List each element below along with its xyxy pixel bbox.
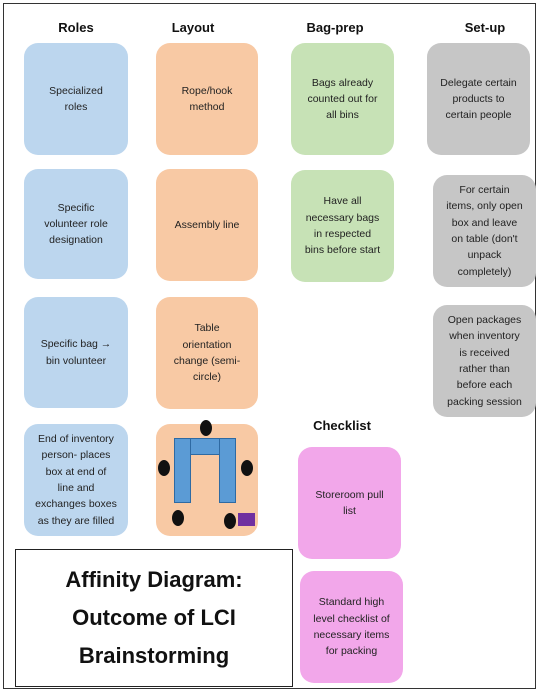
note-text: Open packages when inventory is received…	[447, 314, 522, 408]
note-text: Specialized roles	[49, 84, 103, 113]
note-bagprep-bins: Have all necessary bags in respected bin…	[291, 170, 394, 282]
note-text: For certain items, only open box and lea…	[446, 184, 523, 278]
note-bagprep-counted: Bags already counted out for all bins	[291, 43, 394, 155]
header-setup: Set-up	[464, 20, 506, 35]
note-text: Standard high level checklist of necessa…	[313, 596, 390, 658]
person-marker	[172, 510, 184, 526]
note-text: Have all necessary bags in respected bin…	[304, 195, 381, 257]
note-roles-end-of-inventory: End of inventory person- places box at e…	[24, 424, 128, 536]
note-layout-assembly-line: Assembly line	[156, 169, 258, 281]
note-setup-open-box: For certain items, only open box and lea…	[433, 175, 536, 287]
bin-marker	[238, 513, 255, 526]
title-line-1: Affinity Diagram:	[65, 567, 243, 592]
note-setup-delegate: Delegate certain products to certain peo…	[427, 43, 530, 155]
note-roles-bag-bin: Specific bag → bin volunteer	[24, 297, 128, 408]
header-checklist: Checklist	[313, 418, 371, 433]
note-text: Rope/hook method	[181, 84, 233, 113]
note-text: Assembly line	[174, 218, 240, 231]
note-checklist-storeroom: Storeroom pull list	[298, 447, 401, 559]
note-layout-rope-hook: Rope/hook method	[156, 43, 258, 155]
person-marker	[200, 420, 212, 436]
table-left-leg	[174, 438, 191, 503]
note-roles-designation: Specific volunteer role designation	[24, 169, 128, 279]
title-line-3: Brainstorming	[78, 643, 230, 668]
note-text: Table orientation change (semi- circle)	[173, 322, 241, 384]
note-text: Bags already counted out for all bins	[307, 76, 378, 122]
note-text: Specific volunteer role designation	[44, 201, 108, 247]
title-line-2: Outcome of LCI	[72, 605, 236, 630]
table-right-leg	[219, 438, 236, 503]
note-checklist-standard: Standard high level checklist of necessa…	[300, 571, 403, 683]
person-marker	[224, 513, 236, 529]
note-layout-table-orientation: Table orientation change (semi- circle)	[156, 297, 258, 409]
header-layout: Layout	[171, 20, 215, 35]
note-setup-open-packages: Open packages when inventory is received…	[433, 305, 536, 417]
note-text: Storeroom pull list	[315, 488, 384, 517]
note-text: Delegate certain products to certain peo…	[440, 76, 517, 122]
note-text: Specific bag → bin volunteer	[40, 338, 112, 367]
person-marker	[241, 460, 253, 476]
note-text: End of inventory person- places box at e…	[35, 433, 117, 527]
note-roles-specialized: Specialized roles	[24, 43, 128, 155]
person-marker	[158, 460, 170, 476]
header-roles: Roles	[58, 20, 94, 35]
header-bag-prep: Bag-prep	[306, 20, 364, 35]
title-box: Affinity Diagram: Outcome of LCI Brainst…	[15, 549, 293, 687]
